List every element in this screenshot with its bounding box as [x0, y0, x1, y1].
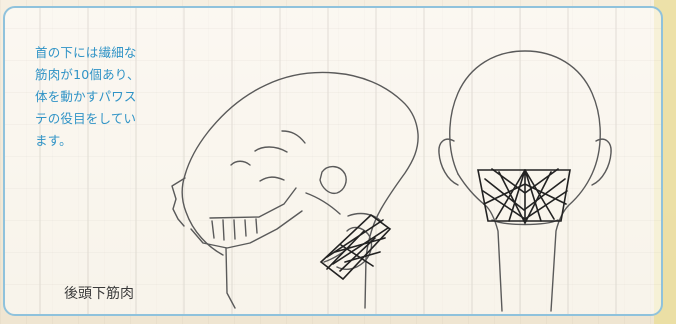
- suboccipital-muscle-illustration: [165, 33, 663, 316]
- side-view-muscles: [321, 215, 390, 279]
- side-view-head: [172, 73, 418, 309]
- figure-label: 後頭下筋肉: [64, 283, 134, 303]
- illustration-panel: 首の下には繊細な 筋肉が10個あり、 体を動かすパワス テの役目をしてい ます。: [3, 6, 663, 316]
- caption-line-3: 体を動かすパワス: [35, 89, 137, 104]
- caption-line-4: テの役目をしてい: [35, 111, 136, 126]
- caption-line-1: 首の下には繊細な: [35, 45, 137, 60]
- caption-text: 首の下には繊細な 筋肉が10個あり、 体を動かすパワス テの役目をしてい ます。: [35, 42, 177, 152]
- caption-line-5: ます。: [35, 133, 72, 148]
- caption-line-2: 筋肉が10個あり、: [35, 67, 140, 82]
